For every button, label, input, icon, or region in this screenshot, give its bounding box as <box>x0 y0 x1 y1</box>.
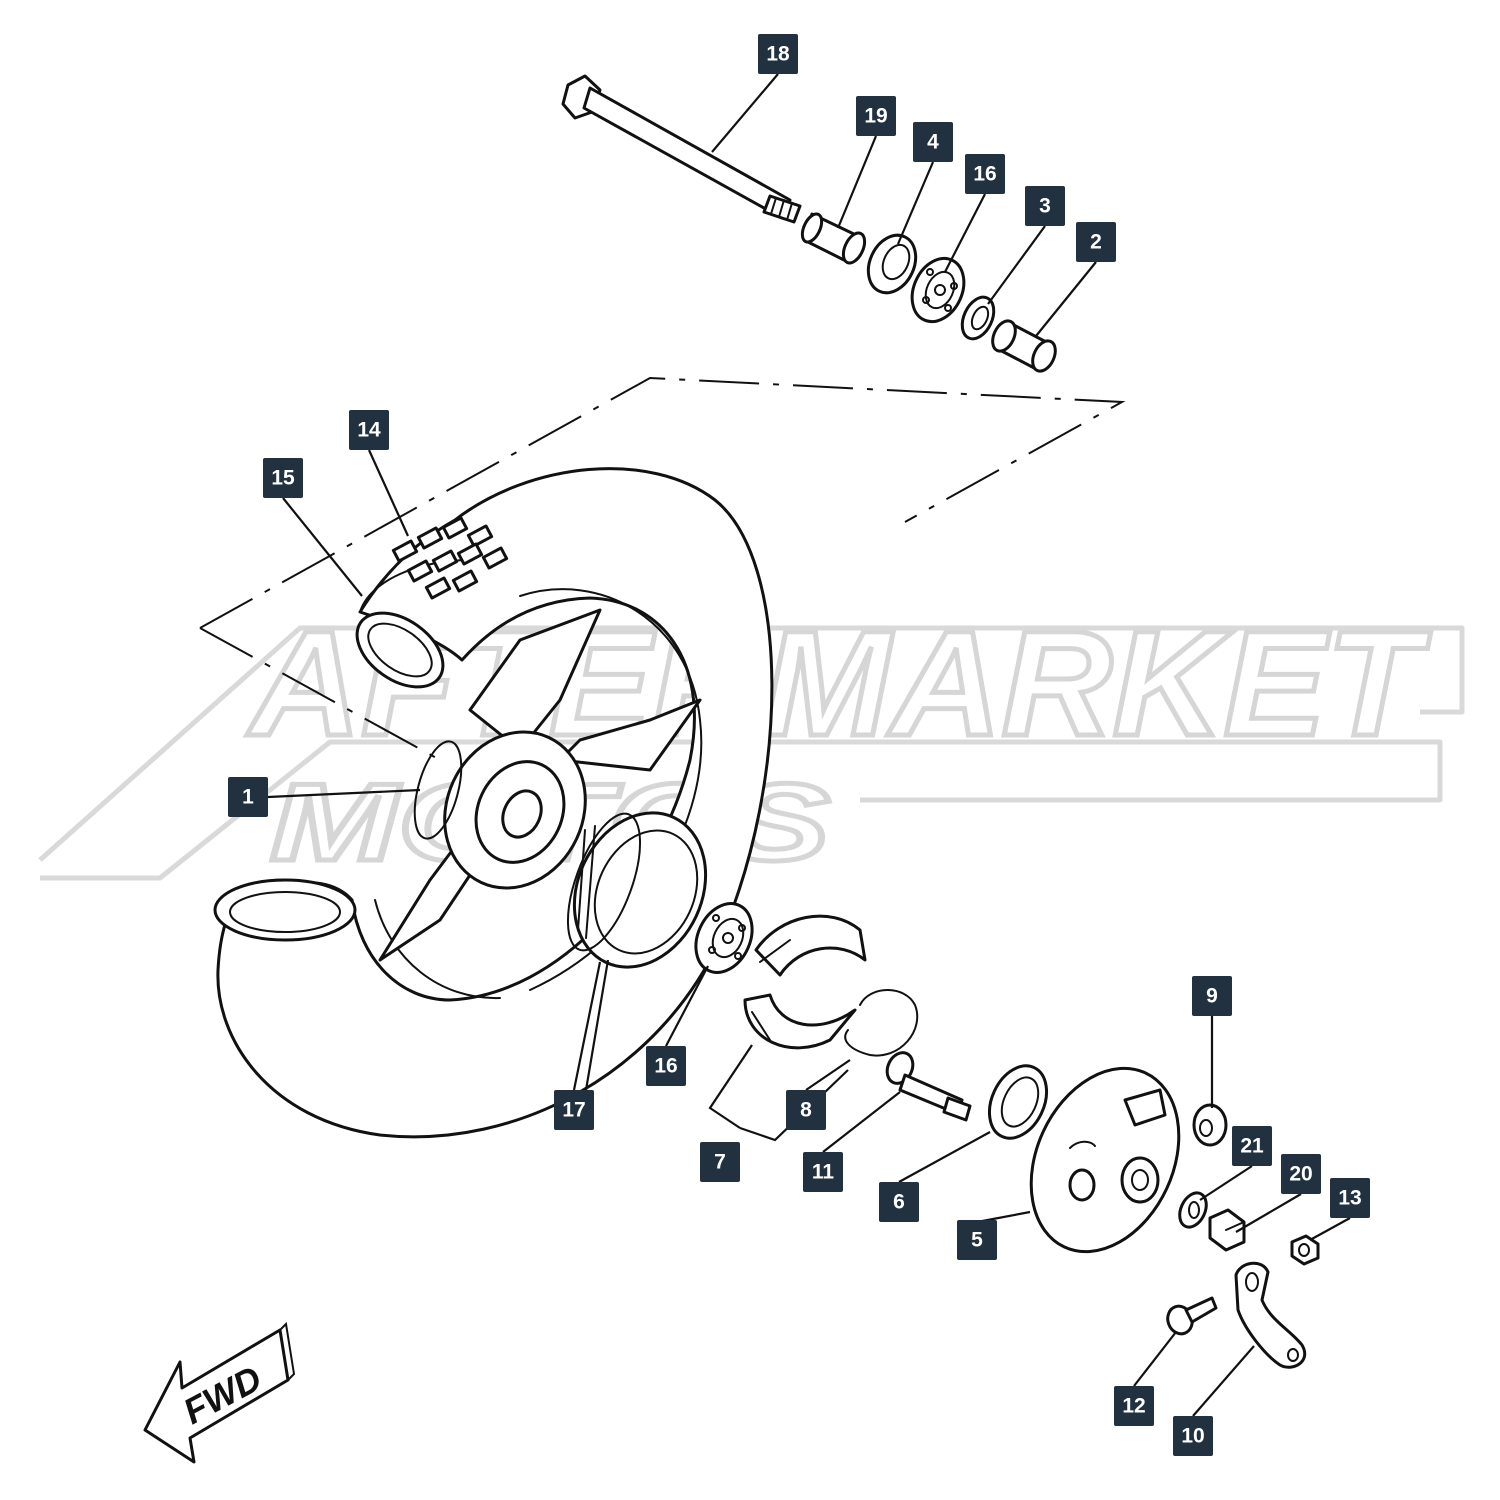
callout-9: 9 <box>1192 976 1232 1016</box>
callout-16-upper: 16 <box>965 154 1005 194</box>
callout-label: 13 <box>1338 1187 1361 1210</box>
washer <box>960 295 996 341</box>
leader-lines <box>267 73 1351 1417</box>
bearing-lower <box>694 902 754 974</box>
callout-label: 1 <box>242 786 254 809</box>
callout-14: 14 <box>349 410 389 450</box>
assembly-dashed-outline-lower <box>199 627 441 761</box>
brake-cam <box>885 1051 972 1122</box>
brake-arm <box>1234 1261 1306 1369</box>
oil-seal <box>866 233 918 295</box>
callout-18: 18 <box>758 34 798 74</box>
callout-11: 11 <box>803 1152 843 1192</box>
tire-lower-cut-section <box>213 878 357 942</box>
callout-17: 17 <box>554 1090 594 1130</box>
callout-label: 12 <box>1122 1395 1145 1418</box>
axle <box>561 74 802 224</box>
callout-1: 1 <box>228 777 268 817</box>
oil-seal-brake-side <box>987 1064 1049 1140</box>
callout-label: 16 <box>973 163 996 186</box>
callout-16-lower: 16 <box>646 1046 686 1086</box>
callout-label: 14 <box>357 419 381 442</box>
bearing-upper <box>910 256 966 324</box>
callout-label: 8 <box>800 1099 812 1122</box>
callout-19: 19 <box>856 96 896 136</box>
callout-10: 10 <box>1173 1416 1213 1456</box>
callout-3: 3 <box>1025 186 1065 226</box>
collar <box>800 212 867 265</box>
callout-8: 8 <box>786 1090 826 1130</box>
nut-13 <box>1290 1234 1320 1266</box>
callout-label: 10 <box>1181 1425 1204 1448</box>
spacer <box>991 319 1057 373</box>
callout-label: 15 <box>271 467 295 490</box>
fwd-arrow: FWD <box>143 1321 296 1464</box>
callout-12: 12 <box>1114 1386 1154 1426</box>
tube-cut-section <box>355 611 445 689</box>
callout-6: 6 <box>879 1182 919 1222</box>
watermark-swoosh-upper <box>38 625 1465 862</box>
callout-7: 7 <box>700 1142 740 1182</box>
callout-label: 18 <box>766 43 790 66</box>
callout-label: 11 <box>812 1161 835 1184</box>
brake-spring <box>844 989 919 1057</box>
callout-20: 20 <box>1281 1154 1321 1194</box>
callout-label: 9 <box>1206 985 1218 1008</box>
callout-5: 5 <box>957 1220 997 1260</box>
callout-21: 21 <box>1232 1126 1272 1166</box>
callout-label: 17 <box>562 1099 585 1122</box>
brake-shoes <box>743 914 867 1050</box>
callout-label: 7 <box>714 1151 726 1174</box>
callout-label: 5 <box>971 1229 983 1252</box>
callout-15: 15 <box>263 458 303 498</box>
brake-panel <box>1029 1066 1181 1254</box>
callout-label: 3 <box>1039 195 1051 218</box>
washer-21 <box>1178 1191 1208 1229</box>
tire-tread <box>391 516 509 600</box>
brake-drum-ring <box>566 811 708 969</box>
nut-9 <box>1192 1103 1228 1147</box>
callout-label: 2 <box>1090 231 1102 254</box>
callout-2: 2 <box>1076 222 1116 262</box>
bolt <box>1166 1296 1218 1336</box>
wheel-tire-assembly <box>213 467 774 1139</box>
callout-label: 20 <box>1289 1163 1312 1186</box>
watermark-swoosh-lower <box>40 739 1443 881</box>
callout-label: 6 <box>893 1191 905 1214</box>
assembly-dashed-outline-upper <box>199 376 1126 629</box>
callout-label: 19 <box>864 105 887 128</box>
callout-label: 16 <box>654 1055 677 1078</box>
callout-label: 21 <box>1240 1135 1264 1158</box>
callout-13: 13 <box>1330 1178 1370 1218</box>
wheel-hub-bore <box>501 789 543 839</box>
nut-20 <box>1208 1208 1246 1252</box>
wheel-spoke-right <box>558 698 702 772</box>
callout-label: 4 <box>927 131 939 154</box>
callout-4: 4 <box>913 122 953 162</box>
